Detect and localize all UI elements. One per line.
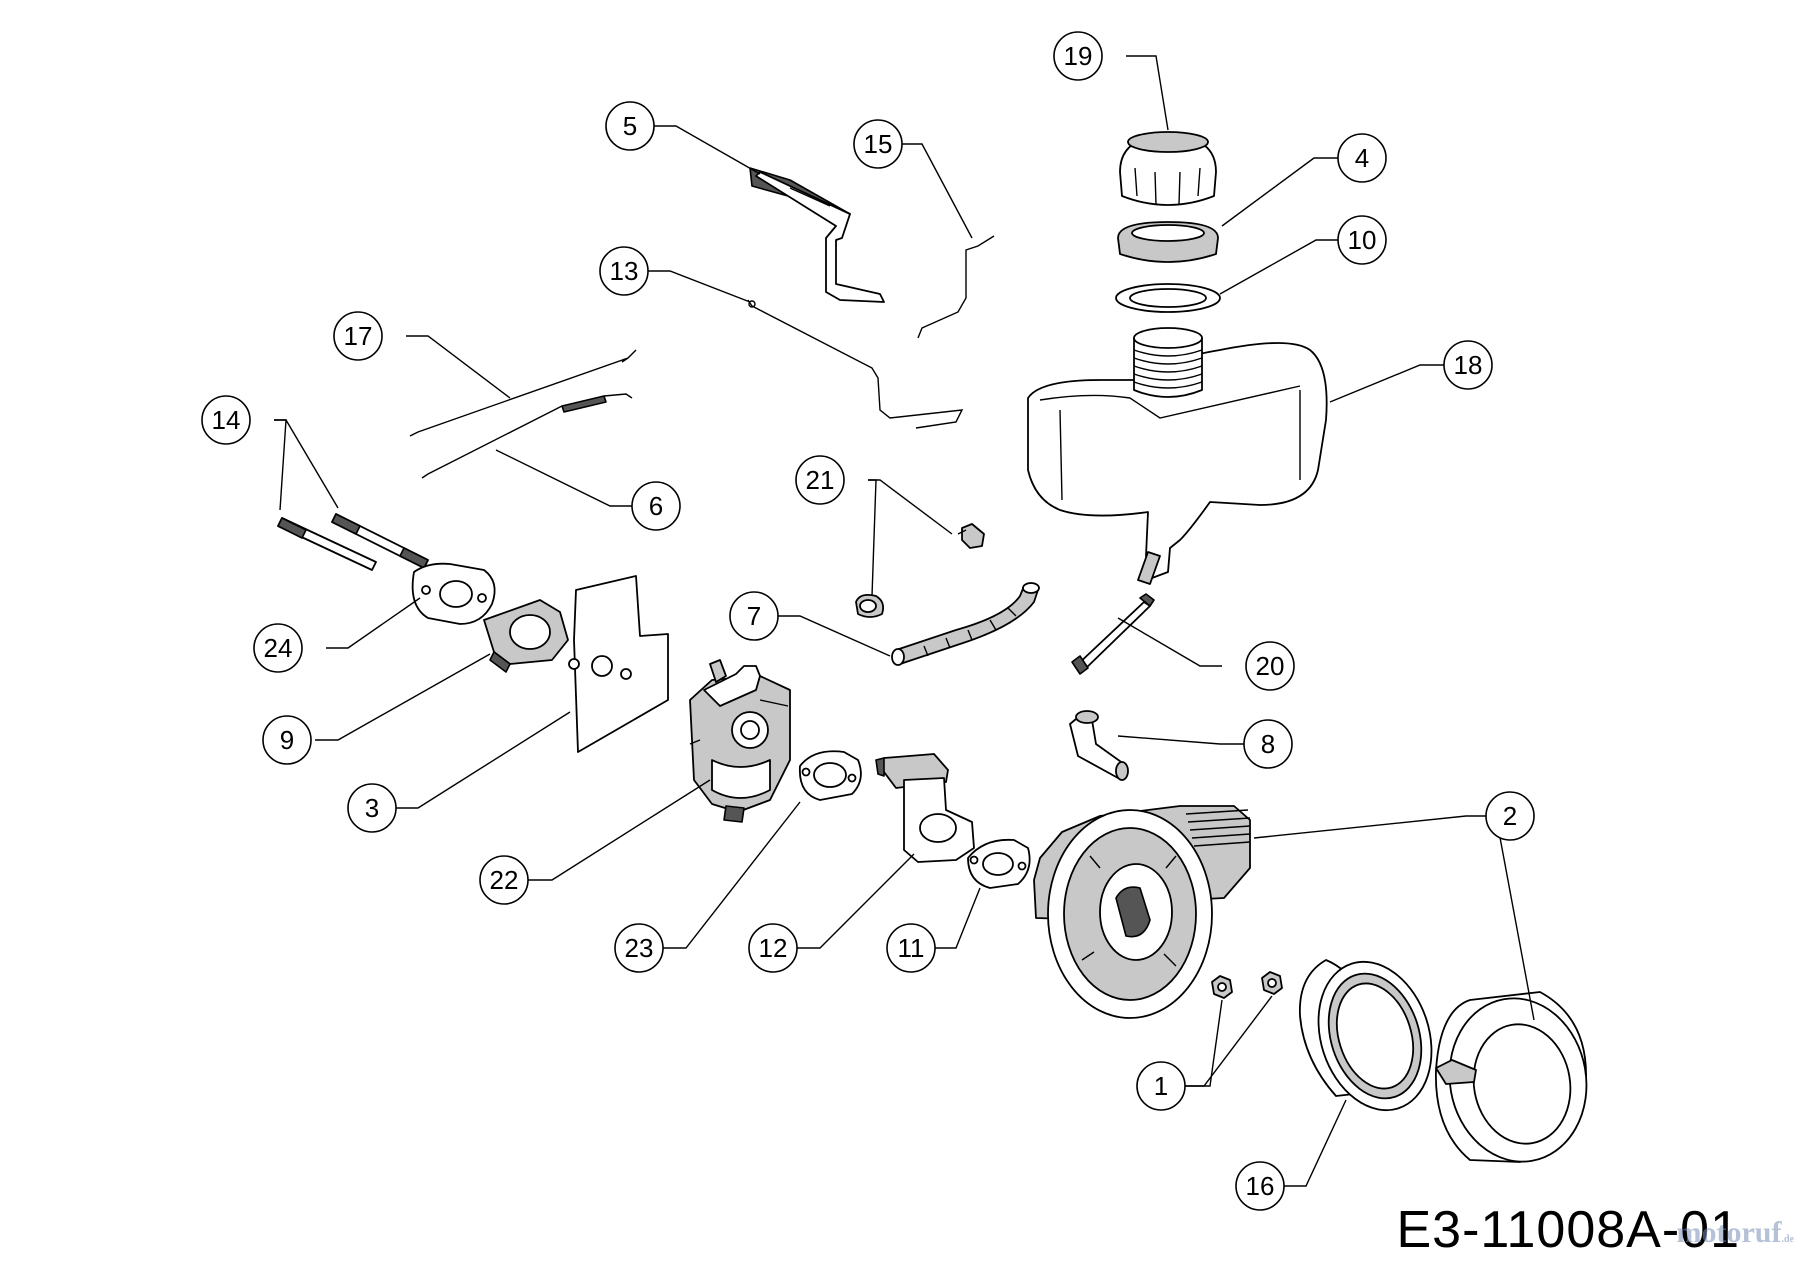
governor-wire: [917, 235, 995, 339]
watermark: motoruf.de: [1677, 1216, 1794, 1250]
svg-text:15: 15: [864, 129, 893, 159]
carburetor: [689, 659, 791, 823]
callout-24: 24: [253, 623, 303, 673]
fuel-tank: [1027, 327, 1328, 585]
svg-text:8: 8: [1261, 729, 1275, 759]
callout-9: 9: [262, 715, 312, 765]
svg-text:19: 19: [1064, 41, 1093, 71]
rod-end: [748, 300, 756, 308]
svg-text:18: 18: [1454, 350, 1483, 380]
callout-8: 8: [1243, 719, 1293, 769]
drawing-code: E3-11008A-01: [1396, 1201, 1740, 1259]
svg-text:24: 24: [264, 633, 293, 663]
heat-shield: [568, 575, 669, 753]
spring-rod: [421, 393, 633, 479]
air-cleaner-bracket: [875, 753, 975, 863]
callout-5: 5: [605, 101, 655, 151]
tank-gasket: [1115, 283, 1221, 313]
svg-text:20: 20: [1256, 651, 1285, 681]
svg-text:10: 10: [1348, 225, 1377, 255]
svg-text:16: 16: [1246, 1171, 1275, 1201]
svg-text:1: 1: [1154, 1071, 1168, 1101]
callout-20: 20: [1245, 641, 1295, 691]
svg-text:3: 3: [365, 793, 379, 823]
air-filter-element: [1299, 959, 1433, 1112]
mounting-studs: [277, 513, 429, 571]
callout-13: 13: [599, 246, 649, 296]
callout-11: 11: [886, 923, 936, 973]
watermark-text: motoruf: [1676, 1216, 1782, 1249]
insulator-spacer: [483, 599, 569, 673]
svg-text:5: 5: [623, 111, 637, 141]
svg-text:7: 7: [747, 601, 761, 631]
svg-text:11: 11: [898, 933, 925, 963]
callout-16: 16: [1235, 1161, 1285, 1211]
fuel-hose: [891, 582, 1040, 666]
choke-rod: [409, 349, 637, 437]
carburetor-gasket: [798, 750, 862, 801]
svg-text:9: 9: [280, 725, 294, 755]
governor-rod: [747, 299, 964, 429]
callout-22: 22: [479, 855, 529, 905]
callout-7: 7: [729, 591, 779, 641]
intake-gasket: [411, 562, 496, 625]
svg-text:17: 17: [344, 321, 373, 351]
callout-1: 1: [1136, 1061, 1186, 1111]
watermark-suffix: .de: [1781, 1234, 1795, 1245]
callout-4: 4: [1337, 133, 1387, 183]
callout-6: 6: [631, 481, 681, 531]
fuel-cap: [1119, 131, 1217, 206]
callout-12: 12: [748, 923, 798, 973]
callout-23: 23: [614, 923, 664, 973]
svg-text:6: 6: [649, 491, 663, 521]
callout-3: 3: [347, 783, 397, 833]
hose-clamps: [855, 523, 985, 618]
svg-text:13: 13: [610, 256, 639, 286]
callout-2: 2: [1485, 791, 1535, 841]
air-cleaner-gasket: [967, 838, 1031, 889]
cap-adapter-ring: [1117, 221, 1219, 263]
svg-text:14: 14: [212, 405, 241, 435]
svg-text:21: 21: [806, 465, 835, 495]
callout-17: 17: [333, 311, 383, 361]
hex-nuts: [1211, 971, 1283, 999]
throttle-lever: [749, 167, 885, 303]
svg-text:12: 12: [759, 933, 788, 963]
svg-text:22: 22: [490, 865, 519, 895]
svg-text:4: 4: [1355, 143, 1369, 173]
callout-19: 19: [1053, 31, 1103, 81]
svg-text:23: 23: [625, 933, 654, 963]
callout-10: 10: [1337, 215, 1387, 265]
air-cleaner-housing: [1033, 805, 1251, 1019]
svg-text:2: 2: [1503, 801, 1517, 831]
fuel-filter-pin: [1071, 593, 1155, 675]
callout-14: 14: [201, 395, 251, 445]
callout-21: 21: [795, 455, 845, 505]
air-cleaner-cover: [1435, 991, 1588, 1163]
callout-18: 18: [1443, 340, 1493, 390]
elbow-fitting: [1069, 710, 1129, 781]
callout-15: 15: [853, 119, 903, 169]
